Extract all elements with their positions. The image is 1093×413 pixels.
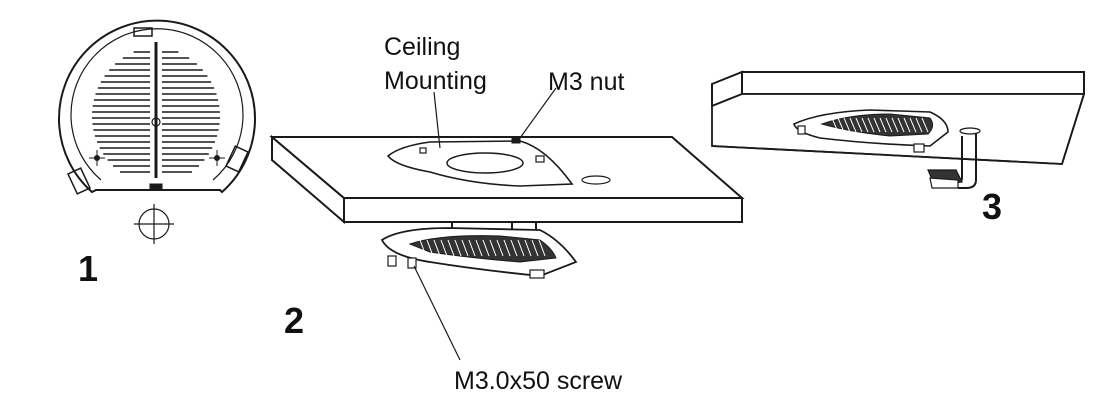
nut-leader-line [519,87,557,139]
grille-line [891,117,899,133]
grille-line [873,117,881,133]
grille-line [433,239,441,257]
grille-line [849,117,857,133]
ceiling-mounting-label-line1: Ceiling [384,33,461,61]
installed-access-point-illustration [711,70,1086,189]
grille-line [861,117,869,133]
grille-line [867,117,875,133]
grille-line [426,239,434,257]
grille-line [475,239,483,257]
ceiling-mounting-illustration [269,87,745,361]
grille-line [921,117,929,133]
grille-line [831,117,839,133]
ceiling-mounting-label-line2: Mounting [384,67,487,95]
ceiling-leader-line [433,91,441,149]
step-1-number: 1 [78,248,99,289]
ap-grille [831,117,929,133]
grille-line [468,239,476,257]
grille-line [447,239,455,257]
grille-line [538,239,546,257]
mounting-bracket-front-view [58,19,256,195]
step-2-number: 2 [284,300,305,341]
grille-line [496,239,504,257]
grille-line [454,239,462,257]
grille-line [843,117,851,133]
ap-grille [419,239,546,257]
grille-line [879,117,887,133]
grille-line [461,239,469,257]
grille-line [909,117,917,133]
step-3-number: 3 [982,186,1003,227]
grille-line [531,239,539,257]
grille-line [489,239,497,257]
grille-line [510,239,518,257]
grille-line [885,117,893,133]
m3-screw-label: M3.0x50 screw [454,367,623,395]
grille-line [855,117,863,133]
grille-line [897,117,905,133]
grille-line [837,117,845,133]
grille-line [915,117,923,133]
vent-slots [92,51,220,173]
grille-line [903,117,911,133]
grille-line [517,239,525,257]
grille-line [419,239,427,257]
m3-nut-label: M3 nut [548,68,625,96]
grille-line [503,239,511,257]
grille-line [524,239,532,257]
crosshair-hole [134,204,174,244]
grille-line [440,239,448,257]
screw-leader-line [413,265,461,361]
grille-line [482,239,490,257]
